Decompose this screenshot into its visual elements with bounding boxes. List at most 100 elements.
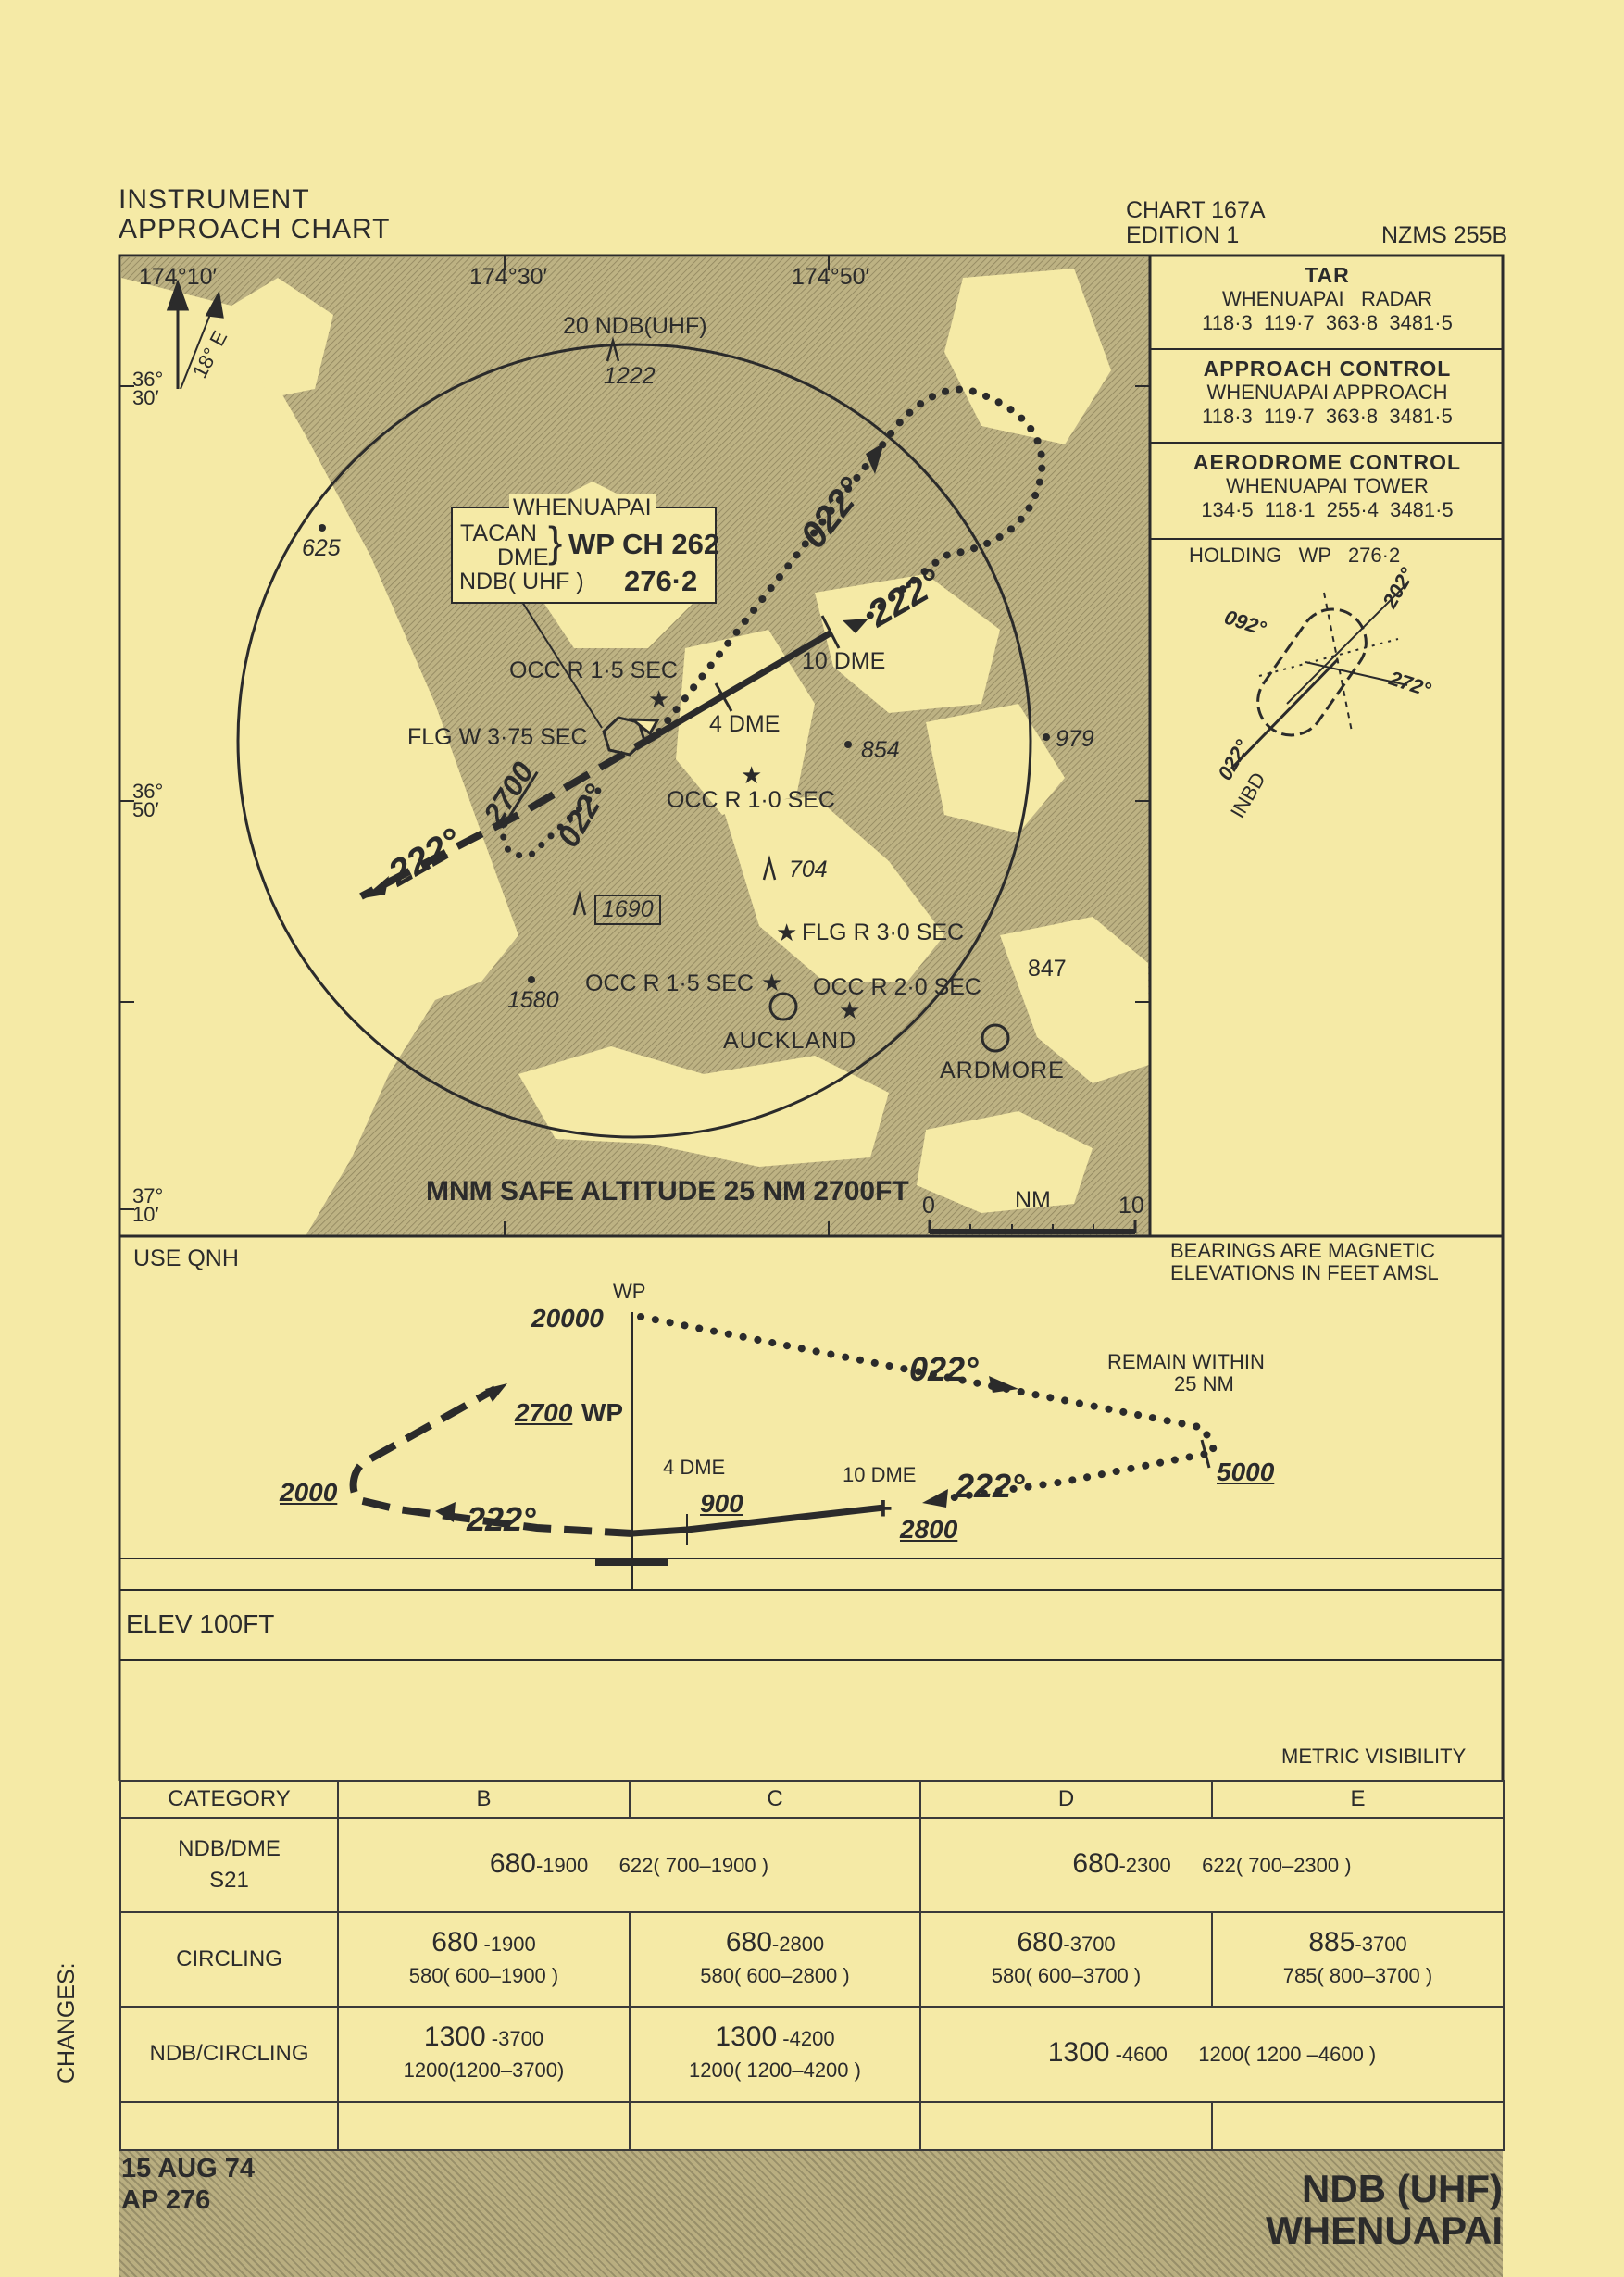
minima-header-row: CATEGORY B C D E (119, 1779, 1505, 1820)
minima-height: 1200( 1200 –4600 ) (1198, 2043, 1377, 2067)
place-auckland: AUCKLAND (723, 1028, 857, 1054)
header-cat-b: B (337, 1779, 631, 1820)
missed-approach-track (359, 730, 662, 900)
header-cat-e: E (1211, 1779, 1505, 1820)
profile-altitude-20000: 20000 (531, 1304, 604, 1332)
obstacle-979: 979 (1056, 726, 1094, 752)
obstacle-854: 854 (861, 737, 900, 763)
profile-wp: WP (613, 1280, 646, 1303)
light-star-icon: ★ (761, 969, 783, 996)
minima-height: 1200(1200–3700) (403, 2058, 565, 2083)
bearings-note-2: ELEVATIONS IN FEET AMSL (1170, 1261, 1439, 1284)
obstacle-847: 847 (1028, 956, 1067, 982)
bearings-note-1: BEARINGS ARE MAGNETIC (1170, 1239, 1436, 1262)
facility-tacan: TACAN (460, 520, 537, 546)
minima-height: 580( 600–1900 ) (408, 1963, 559, 1987)
facility-name: WHENUAPAI (509, 494, 656, 521)
scale-start: 0 (922, 1193, 935, 1219)
outbound-dotted-track (656, 385, 1046, 735)
circle-label: 20 NDB(UHF) (563, 313, 707, 339)
header-category: CATEGORY (119, 1779, 339, 1820)
aerodrome-symbols (768, 992, 1010, 1053)
fix-4-dme: 4 DME (709, 711, 781, 737)
facility-wp-channel: WP CH 262 (568, 528, 720, 560)
obstacle-625: 625 (302, 535, 341, 561)
footer-approach-type: NDB (UHF) (1302, 2167, 1503, 2210)
comm-aerodrome-title: AERODROME CONTROL (1193, 450, 1462, 474)
minima-height: 785( 800–3700 ) (1282, 1963, 1433, 1987)
holding-pattern-diagram (1230, 582, 1408, 770)
empty-cell (629, 2100, 921, 2152)
edition: EDITION 1 (1126, 222, 1240, 248)
comm-aerodrome: AERODROME CONTROL WHENUAPAI TOWER 134·5 … (1151, 450, 1504, 522)
obstacle-1222: 1222 (604, 363, 656, 389)
row-category: CIRCLING (119, 1910, 339, 2008)
light-star-icon: ★ (776, 919, 798, 946)
comm-approach-line1: WHENUAPAI APPROACH (1206, 381, 1448, 404)
lon-label-174-50: 174°50′ (792, 264, 870, 290)
profile-track-222-inbound: 222° (956, 1467, 1025, 1505)
minimum-safe-altitude: MNM SAFE ALTITUDE 25 NM 2700FT (426, 1176, 909, 1207)
comm-tar: TAR WHENUAPAI RADAR 118·3 119·7 363·8 34… (1151, 263, 1504, 335)
minima-altitude: 680 (725, 1926, 772, 1958)
changes-label: CHANGES: (54, 1962, 80, 2083)
comm-tar-title: TAR (1305, 263, 1350, 287)
fix-10-dme: 10 DME (802, 648, 886, 674)
empty-cell (119, 2100, 339, 2152)
facility-ndb-frequency: 276·2 (624, 565, 698, 597)
minima-height: 622( 700–1900 ) (618, 1853, 769, 1877)
profile-remain-within: REMAIN WITHIN (1107, 1350, 1265, 1373)
use-qnh: USE QNH (133, 1245, 239, 1271)
profile-10-dme: 10 DME (843, 1463, 917, 1486)
scale-unit: NM (1015, 1187, 1051, 1213)
lat-label-36-50: 36° 50′ (132, 780, 164, 821)
profile-altitude-5000: 5000 (1217, 1458, 1275, 1486)
comm-approach: APPROACH CONTROL WHENUAPAI APPROACH 118·… (1151, 357, 1504, 429)
minima-cell-de: 680-2300 622( 700–2300 ) (919, 1817, 1505, 1913)
minima-visibility: -4200 (777, 2027, 835, 2051)
minima-visibility: -3700 (1355, 1932, 1407, 1956)
minima-visibility: -2300 (1118, 1853, 1171, 1877)
light-occ-r-1-5-south: OCC R 1·5 SEC (585, 970, 754, 996)
footer-amendment: AP 276 (121, 2185, 211, 2215)
light-flg-w: FLG W 3·75 SEC (407, 724, 588, 750)
holding-title: HOLDING WP 276·2 (1189, 544, 1401, 567)
obstacle-1580: 1580 (507, 987, 559, 1013)
north-arrow-icon (166, 279, 224, 390)
lon-label-174-30: 174°30′ (469, 264, 548, 290)
chart-number: CHART 167A (1126, 197, 1266, 223)
empty-cell (919, 2100, 1213, 2152)
minima-altitude: 1300 (715, 2021, 778, 2053)
light-flg-r-3-0: FLG R 3·0 SEC (802, 920, 965, 945)
obstacle-704: 704 (789, 857, 828, 882)
minima-cell-de: 1300 -4600 1200( 1200 –4600 ) (919, 2006, 1505, 2103)
minima-cell-e: 885-3700 785( 800–3700 ) (1211, 1910, 1505, 2008)
minima-altitude: 885 (1308, 1926, 1355, 1958)
lon-label-174-10: 174°10′ (139, 264, 218, 290)
empty-cell (337, 2100, 631, 2152)
facility-brace: } (548, 518, 563, 566)
comm-tar-line2: 118·3 119·7 363·8 3481·5 (1202, 311, 1453, 334)
minima-altitude: 680 (1072, 1847, 1119, 1879)
comm-aerodrome-line1: WHENUAPAI TOWER (1226, 474, 1429, 497)
metric-visibility: METRIC VISIBILITY (1281, 1745, 1467, 1768)
profile-track-222-missed: 222° (467, 1500, 536, 1538)
profile-altitude-2700-wp: WP (581, 1398, 624, 1427)
profile-altitude-2000: 2000 (280, 1478, 338, 1507)
header-cat-d: D (919, 1779, 1213, 1820)
minima-cell-bc: 680-1900 622( 700–1900 ) (337, 1817, 921, 1913)
scale-end: 10 (1118, 1193, 1144, 1219)
comm-approach-line2: 118·3 119·7 363·8 3481·5 (1202, 405, 1453, 428)
light-occ-r-1-0: OCC R 1·0 SEC (667, 787, 835, 813)
obstacle-symbols (572, 336, 777, 916)
spot-heights (319, 524, 1050, 983)
